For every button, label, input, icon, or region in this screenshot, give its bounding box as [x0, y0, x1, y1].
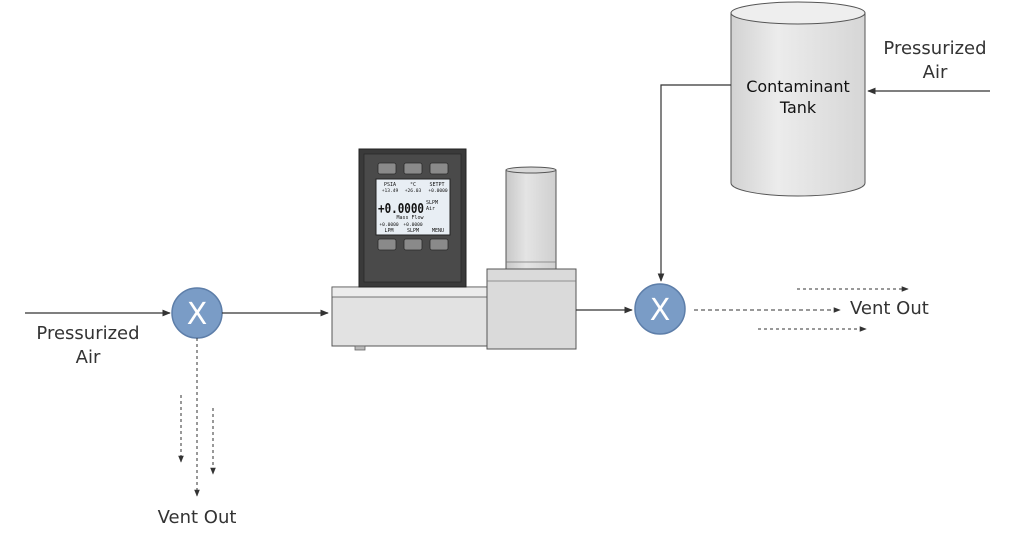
bottom-vent-label: Vent Out — [158, 507, 237, 528]
device-top-button-2[interactable] — [403, 162, 423, 175]
left-valve-symbol: X — [187, 297, 208, 332]
lcd-val-left: +13.49 — [382, 188, 399, 194]
right-vent-label: Vent Out — [850, 298, 929, 319]
right-valve[interactable]: X — [634, 283, 686, 335]
right-input-label-line2: Air — [923, 62, 948, 83]
lcd-header-mid: °C — [410, 182, 416, 188]
left-input-label-line1: Pressurized — [36, 323, 139, 344]
lcd-foot-right: MENU — [432, 228, 444, 234]
device-bottom-button-3[interactable] — [429, 238, 449, 251]
left-input-label-line2: Air — [76, 347, 101, 368]
device-bottom-button-1[interactable] — [377, 238, 397, 251]
right-valve-symbol: X — [650, 293, 671, 328]
bottom-vent-arrows — [178, 338, 216, 497]
lcd-header-right: SETPT — [429, 182, 444, 188]
device-top-button-1[interactable] — [377, 162, 397, 175]
lcd-main-value: +0.0000 — [378, 202, 424, 217]
tank-label-line1: Contaminant — [746, 77, 850, 96]
right-vent-arrows — [694, 286, 909, 332]
right-input-label-line1: Pressurized — [883, 38, 986, 59]
contaminant-tank — [730, 1, 866, 197]
lcd-main-unit: SLPM — [426, 200, 438, 206]
lcd-header-left: PSIA — [384, 182, 396, 188]
lcd-val-right: +0.0000 — [428, 188, 448, 194]
lcd-val-mid: +26.03 — [405, 188, 422, 194]
lcd-foot-val-mid: +0.0000 — [403, 222, 423, 228]
left-valve[interactable]: X — [171, 287, 223, 339]
tank-label-line2: Tank — [779, 98, 817, 117]
device-lcd-screen — [375, 178, 451, 236]
lcd-foot-mid: SLPM — [407, 228, 419, 234]
lcd-main-caption: Mass Flow — [396, 215, 424, 221]
tank-to-valve-arrow — [657, 84, 731, 282]
lcd-foot-left: LPM — [384, 228, 393, 234]
device-bottom-button-2[interactable] — [403, 238, 423, 251]
mass-flow-device: PSIA °C SETPT +13.49 +26.03 +0.0000 +0.0… — [331, 148, 577, 351]
device-top-button-3[interactable] — [429, 162, 449, 175]
lcd-main-gas: Air — [426, 206, 435, 212]
lcd-foot-val-left: +0.0000 — [379, 222, 399, 228]
